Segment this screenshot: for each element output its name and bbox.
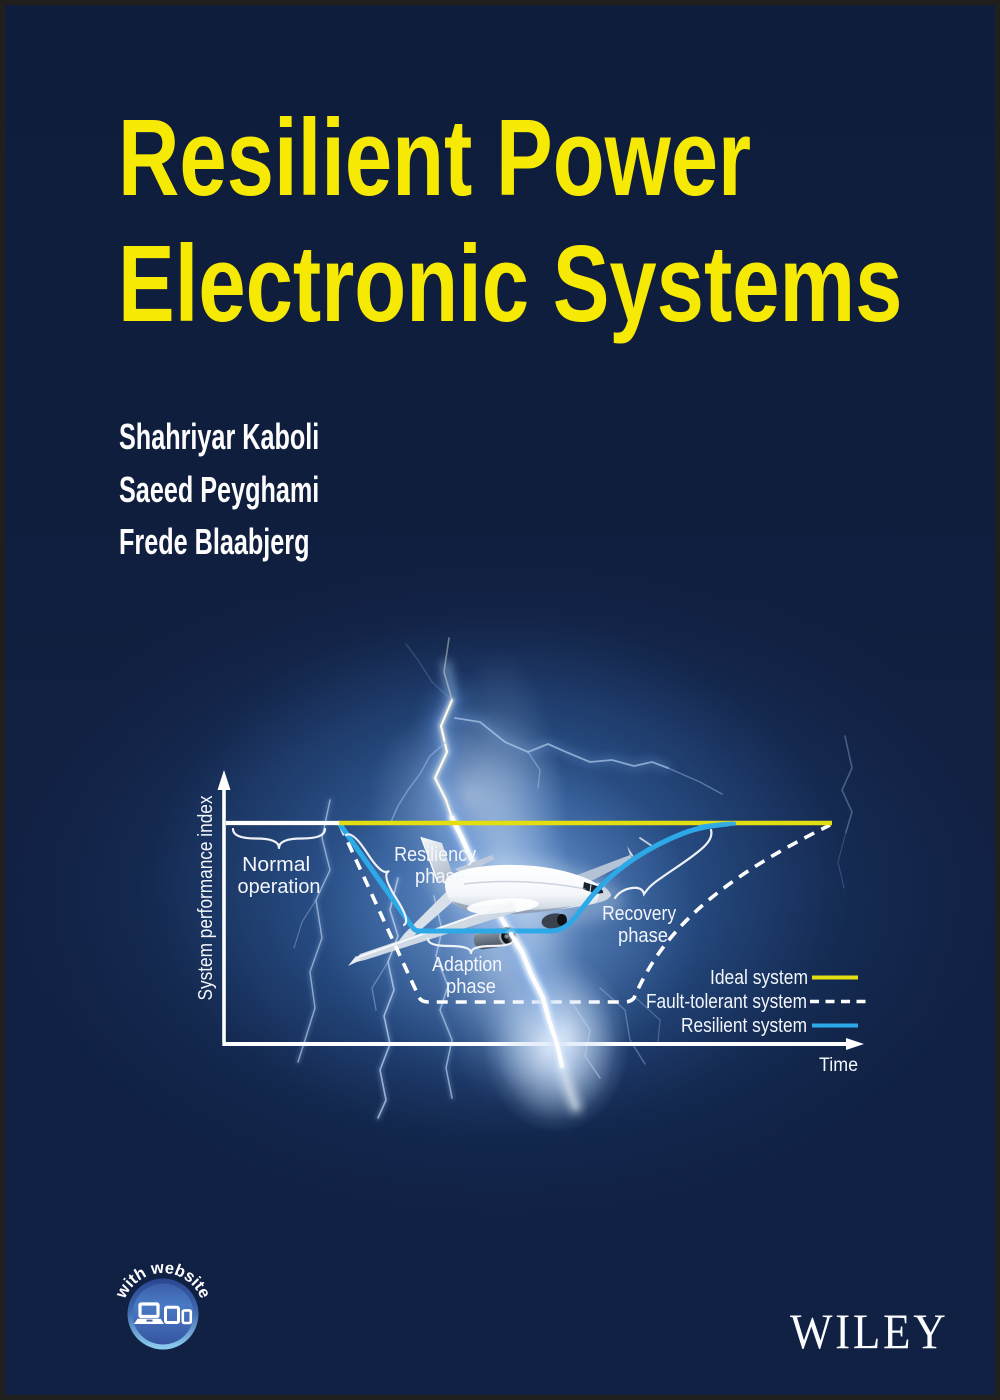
laptop-part: [138, 1302, 160, 1319]
lightning-segment: [405, 643, 453, 701]
airplane-wing-root: [474, 902, 517, 915]
author-name: Shahriyar Kaboli: [119, 416, 320, 457]
label-recovery-phase: Recovery phase: [602, 902, 682, 947]
lightning-segment: [293, 899, 317, 949]
author-names: Shahriyar Kaboli Saeed Peyghami Frede Bl…: [119, 411, 319, 569]
lightning-segment: [389, 741, 447, 825]
lightning-segment: [837, 831, 847, 889]
laptop-part: [146, 1319, 153, 1322]
legend-label-ideal: Ideal system: [710, 966, 808, 989]
tablet-icon: [164, 1305, 180, 1324]
lightning-segment: [667, 767, 723, 795]
airplane-cockpit-divider: [589, 884, 592, 893]
lightning-segment: [508, 931, 565, 1069]
lightning-segment: [558, 1062, 580, 1112]
lightning-segment: [377, 877, 399, 1119]
airplane-left-winglet: [348, 956, 361, 966]
x-axis-label: Time: [819, 1054, 858, 1076]
annotation-line: Adaption: [432, 953, 502, 976]
lightning-segment: [371, 961, 389, 1011]
normal-operation-brace: [231, 827, 327, 850]
annotation-line: Recovery: [602, 902, 677, 925]
annotation-line: Normal: [242, 853, 310, 876]
airplane-tail-fin-edge: [420, 836, 438, 881]
resilient-system-merge-tip: [697, 821, 737, 830]
resilient-system-line: [336, 820, 731, 934]
storm-diagram-scene: System performance index Time Normal ope…: [5, 545, 995, 1350]
airplane-right-winglet: [627, 846, 635, 858]
fault-tolerant-system-line: [338, 823, 831, 1004]
laptop-icon: [134, 1302, 164, 1324]
badge-disc: [132, 1283, 194, 1345]
author-name: Frede Blaabjerg: [119, 521, 310, 562]
chart-labels: System performance index Time Normal ope…: [194, 795, 858, 1076]
airplane-window-strip: [463, 880, 587, 890]
lightning-segment: [841, 735, 853, 833]
smartphone-part: [181, 1309, 193, 1325]
book-title: Resilient Power Electronic Systems: [118, 95, 902, 347]
annotation-line: Resiliency: [394, 843, 477, 866]
annotation-line: operation: [238, 875, 321, 898]
lightning-segment: [635, 997, 661, 1043]
resiliency-phase-brace: [344, 833, 408, 927]
annotation-line: phase: [415, 865, 465, 888]
lightning-segment: [434, 699, 453, 819]
book-title-line-2: Electronic Systems: [118, 223, 903, 345]
label-normal-operation: Normal operation: [238, 853, 321, 898]
author-name: Saeed Peyghami: [119, 468, 320, 510]
lightning-segment: [443, 637, 453, 701]
tablet-part: [164, 1305, 180, 1324]
lightning-segment: [527, 751, 541, 789]
label-adaption-phase: Adaption phase: [432, 953, 508, 998]
annotation-line: phase: [618, 924, 668, 947]
lightning-segment: [599, 987, 646, 1065]
airplane-far-engine-intake: [557, 914, 567, 926]
y-axis-label: System performance index: [194, 795, 217, 1001]
x-axis-arrowhead: [846, 1038, 864, 1050]
chart-legend: Ideal system Fault-tolerant system Resil…: [646, 966, 866, 1037]
recovery-phase-brace: [613, 828, 713, 900]
publisher-logo: WILEY: [790, 1303, 949, 1359]
y-axis-arrowhead: [217, 770, 231, 790]
lightning-segment: [297, 799, 331, 1063]
legend-label-resilient: Resilient system: [681, 1014, 807, 1037]
label-resiliency-phase: Resiliency phase: [394, 843, 482, 888]
lightning-bolt-foreground: [496, 930, 616, 1121]
smartphone-icon: [181, 1309, 193, 1325]
lightning-segment: [454, 717, 669, 769]
annotation-line: phase: [446, 975, 496, 998]
with-website-badge: with website: [112, 1259, 214, 1350]
engine-hub: [504, 934, 509, 939]
book-title-line-1: Resilient Power: [118, 97, 752, 219]
legend-label-fault-tolerant: Fault-tolerant system: [646, 990, 807, 1013]
